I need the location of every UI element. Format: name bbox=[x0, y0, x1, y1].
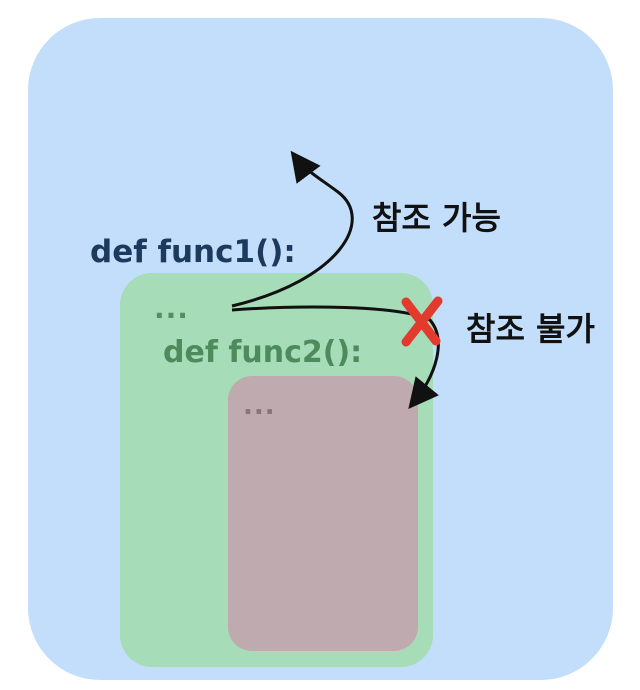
func2-definition: def func2(): bbox=[163, 335, 363, 370]
func1-body-ellipsis: ... bbox=[154, 292, 189, 325]
func1-definition: def func1(): bbox=[90, 234, 296, 270]
func2-body-ellipsis: ... bbox=[243, 391, 276, 421]
inner-scope bbox=[228, 376, 418, 651]
reference-blocked-label: 참조 불가 bbox=[466, 310, 595, 348]
reference-ok-label: 참조 가능 bbox=[372, 199, 501, 237]
